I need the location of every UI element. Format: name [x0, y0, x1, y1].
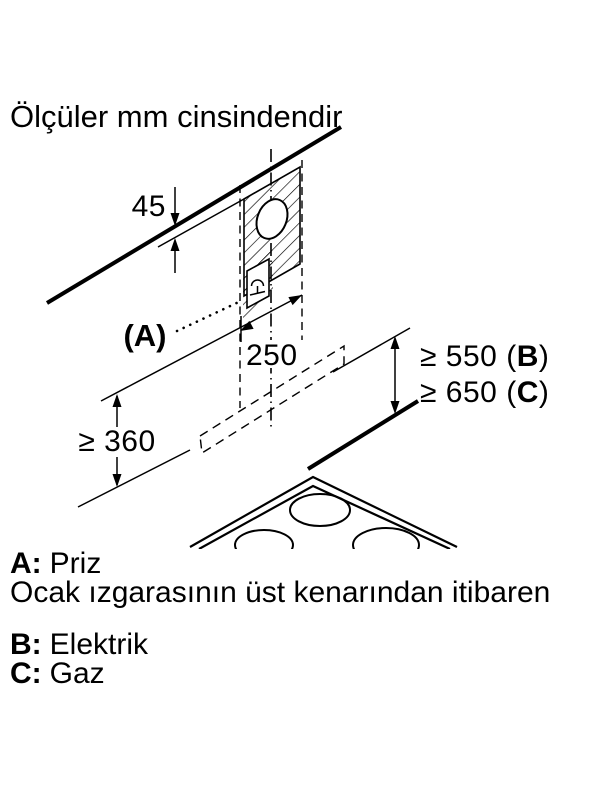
hood-top-line — [157, 198, 245, 248]
legend-note: Ocak ızgarasının üst kenarından itibaren — [10, 576, 550, 609]
dim-45-label: 45 — [132, 190, 166, 223]
dim-250-arrow-right — [288, 295, 302, 306]
dim-250-line — [100, 294, 303, 402]
hood-body-dashed — [199, 344, 345, 455]
dim-550-label: ≥ 550 (B) — [420, 340, 549, 373]
page-title: Ölçüler mm cinsindendir — [10, 99, 343, 134]
duct-opening-ellipse — [255, 198, 289, 240]
hood-bottom-line-right — [332, 327, 411, 373]
dim-250-arrow-left — [240, 320, 254, 331]
hob-top-line-right — [306, 399, 420, 471]
figure: 45 250 (A) ≥ 360 ≥ 550 (B) ≥ 65 — [45, 125, 549, 549]
dim-360-label: ≥ 360 — [78, 425, 155, 458]
legend-item-c: C:Gaz — [10, 657, 105, 690]
legend-item-b: B:Elektrik — [10, 628, 149, 661]
cooktop-drawing — [189, 475, 458, 549]
legend: A:Priz Ocak ızgarasının üst kenarından i… — [10, 547, 550, 690]
burner-right — [352, 527, 420, 549]
legend-item-a: A:Priz — [10, 547, 101, 580]
ceiling-line — [45, 125, 343, 305]
label-a: (A) — [123, 318, 166, 353]
burner-center — [289, 493, 351, 527]
hob-top-line-left — [77, 449, 191, 508]
dim-550-650-arrow — [390, 336, 400, 414]
burner-left — [234, 529, 294, 549]
dim-250-label-bg — [243, 340, 303, 368]
dim-45-arrows — [170, 187, 180, 273]
dim-250-label: 250 — [246, 339, 298, 372]
power-socket-icon — [246, 257, 270, 310]
leader-dotted-line — [175, 298, 245, 333]
dim-650-label: ≥ 650 (C) — [420, 376, 549, 409]
dim-360-arrow — [112, 394, 122, 487]
